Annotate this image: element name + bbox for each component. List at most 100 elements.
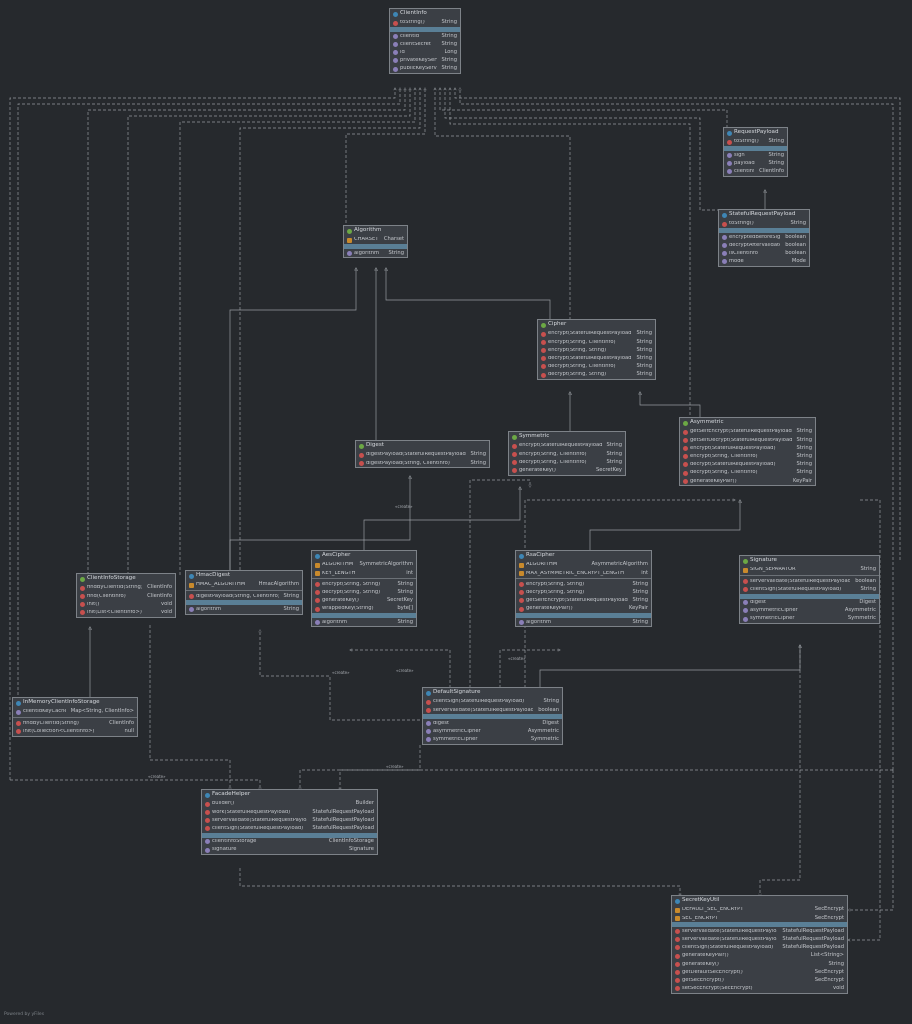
field-icon	[393, 50, 398, 56]
field-icon	[722, 259, 727, 265]
method-icon	[359, 460, 364, 466]
section-divider	[516, 613, 651, 619]
section-divider	[312, 578, 416, 580]
method-icon	[541, 347, 546, 353]
class-node-facadehelper[interactable]: FacadeHelper builder()Builder work(State…	[201, 789, 378, 856]
class-icon	[722, 212, 727, 218]
edge	[345, 88, 425, 228]
field-icon	[727, 152, 732, 158]
node-title: Digest	[366, 442, 384, 449]
node-header: Signature	[740, 556, 879, 566]
member-row: clientSign(StatefulRequestPayload)Statef…	[672, 944, 847, 952]
interface-node-asymmetric[interactable]: Asymmetric getSelfEncrypt(StatefulReques…	[679, 417, 816, 487]
method-icon	[541, 364, 546, 370]
member-row: encrypt(String, ClientInfo)String	[680, 453, 815, 461]
field-icon	[426, 737, 431, 743]
field-icon	[393, 66, 398, 72]
method-icon	[675, 953, 680, 959]
class-node-statefulrequestpayload[interactable]: StatefulRequestPayload toString()String …	[718, 209, 810, 267]
member-row: getSelfEncrypt(StatefulRequestPayload)St…	[516, 597, 651, 605]
section-divider	[719, 228, 809, 234]
member-row: wrappedKey(String)byte[]	[312, 605, 416, 613]
method-icon	[205, 817, 210, 823]
method-icon	[519, 606, 524, 612]
node-title: HmacDigest	[196, 572, 231, 579]
method-icon	[675, 928, 680, 934]
class-icon	[189, 573, 194, 579]
field-icon	[205, 839, 210, 845]
method-icon	[519, 590, 524, 596]
node-title: Signature	[750, 557, 777, 564]
section-divider	[516, 578, 651, 580]
edge	[127, 88, 410, 575]
edge	[229, 268, 356, 570]
member-row: decrypt(String, ClientInfo)String	[509, 458, 625, 466]
edge-label: «create»	[332, 670, 350, 675]
method-icon	[743, 586, 748, 592]
method-icon	[80, 610, 85, 616]
method-icon	[541, 331, 546, 337]
method-icon	[205, 809, 210, 815]
member-row: decrypt(String, ClientInfo)String	[680, 469, 815, 477]
interface-icon	[80, 576, 85, 582]
method-icon	[675, 986, 680, 992]
member-row: findByClientId(String)ClientInfo	[13, 719, 137, 727]
method-icon	[541, 339, 546, 345]
node-header: Symmetric	[509, 432, 625, 442]
constant-icon	[743, 567, 748, 573]
section-divider	[186, 600, 302, 606]
method-icon	[683, 429, 688, 435]
method-icon	[683, 478, 688, 484]
method-icon	[80, 593, 85, 599]
edge	[260, 630, 420, 721]
section-divider	[740, 593, 879, 599]
interface-node-symmetric[interactable]: Symmetric encrypt(StatefulRequestPayload…	[508, 431, 626, 476]
method-icon	[512, 468, 517, 474]
member-row: generateKey()String	[672, 960, 847, 968]
interface-node-digest[interactable]: Digest digestPayload(StatefulRequestPayl…	[355, 440, 490, 469]
field-icon	[743, 600, 748, 606]
edge	[589, 500, 740, 550]
field-icon	[426, 729, 431, 735]
class-icon	[727, 130, 732, 136]
section-divider	[186, 590, 302, 592]
interface-node-clientinfostorage[interactable]: ClientInfoStorage findByClientId(String)…	[76, 573, 176, 618]
class-icon	[519, 553, 524, 559]
edge-label: «create»	[395, 504, 413, 509]
edge	[440, 88, 728, 128]
edge	[363, 487, 520, 550]
interface-node-cipher[interactable]: Cipher encrypt(StatefulRequestPayload)St…	[537, 319, 656, 381]
class-node-inmemoryclientinfostorage[interactable]: InMemoryClientInfoStorage clientIdKeyCac…	[12, 697, 138, 737]
member-row: clientSign(StatefulRequestPayload)Statef…	[202, 825, 377, 833]
method-icon	[16, 720, 21, 726]
method-icon	[683, 470, 688, 476]
node-header: Asymmetric	[680, 418, 815, 428]
method-icon	[426, 699, 431, 705]
interface-icon	[541, 322, 546, 328]
method-icon	[315, 581, 320, 587]
class-node-defaultsignature[interactable]: DefaultSignature clientSign(StatefulRequ…	[422, 687, 563, 745]
field-icon	[393, 33, 398, 39]
method-icon	[16, 728, 21, 734]
interface-icon	[743, 558, 748, 564]
edge	[435, 88, 571, 320]
